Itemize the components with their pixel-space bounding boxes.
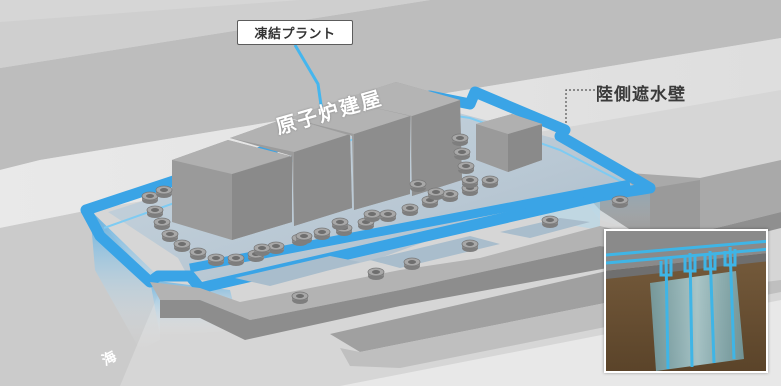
frozen-wall-rim [80,86,656,294]
underground-inset [604,229,768,373]
frozen-soil-block [650,271,744,371]
reactor-buildings [172,82,542,240]
leader-line [565,89,595,132]
freeze-plant-callout: 凍結プラント [237,20,353,45]
freeze-pipe-line [293,44,324,113]
wells [141,133,629,304]
freeze-pipe-icon [659,246,737,370]
land-side-wall-label: 陸側遮水壁 [596,85,686,105]
